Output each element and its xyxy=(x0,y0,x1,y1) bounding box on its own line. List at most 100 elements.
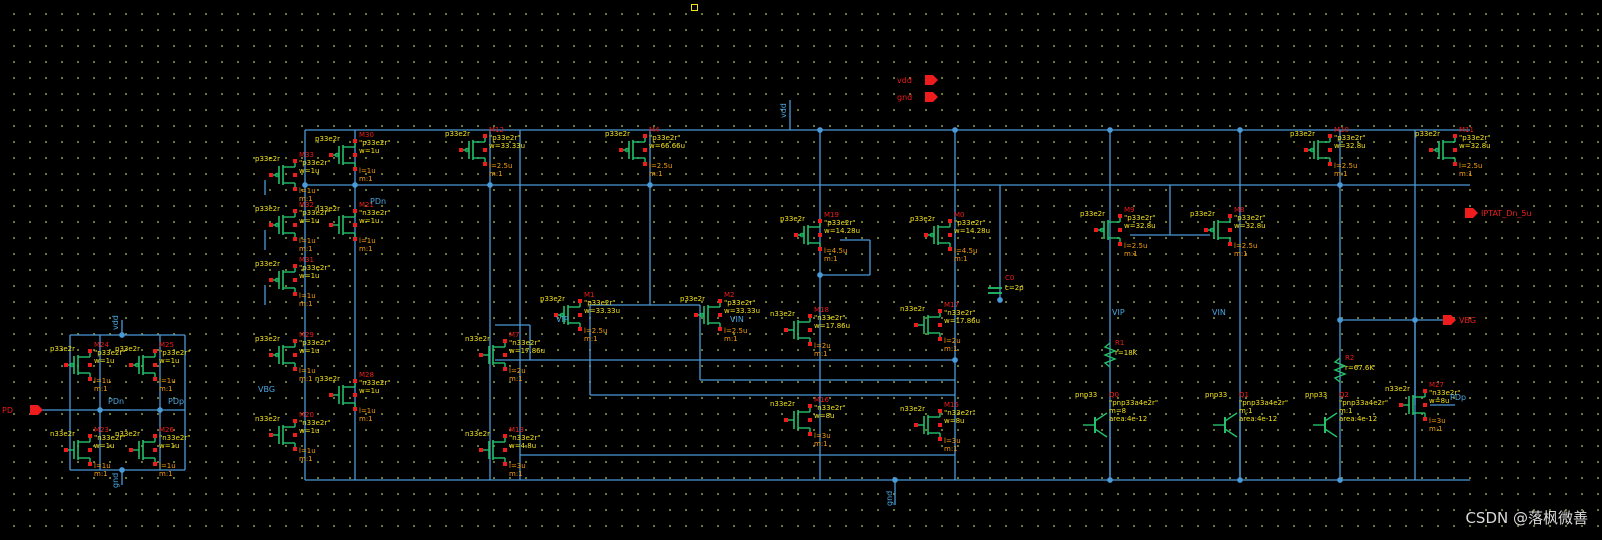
bjt-q0[interactable] xyxy=(1083,412,1108,438)
transistor-m16[interactable] xyxy=(784,404,812,436)
device-width-label: w=1u xyxy=(159,357,179,365)
net-label-vip2: VIP xyxy=(1112,308,1125,317)
transistor-m21[interactable] xyxy=(329,209,357,241)
bjt-q2[interactable] xyxy=(1313,412,1338,438)
transistor-m26[interactable] xyxy=(129,434,157,466)
device-length-label: l=2.5u xyxy=(1124,242,1147,250)
transistor-m33[interactable] xyxy=(269,159,297,191)
device-mult-label: m:1 xyxy=(1234,250,1248,258)
watermark: CSDN @落枫微善 xyxy=(1465,509,1588,527)
net-label-gnd-bottom: gnd xyxy=(885,491,894,506)
device-model-label: "n33e2r" xyxy=(814,314,845,322)
transistor-m9[interactable] xyxy=(1094,214,1122,246)
device-ref-label: M10 xyxy=(1334,126,1349,134)
device-mult-label: m:1 xyxy=(1124,250,1138,258)
device-ref-label: M18 xyxy=(814,306,829,314)
device-type-label: p33e2r xyxy=(780,215,805,223)
device-ref-label: M11 xyxy=(1459,126,1474,134)
device-width-label: w=33.33u xyxy=(724,307,760,315)
transistor-m27[interactable] xyxy=(1399,389,1427,421)
pin-gnd-label: gnd xyxy=(897,93,912,102)
transistor-m19[interactable] xyxy=(794,219,822,251)
junction-dot xyxy=(647,182,653,188)
pin-vdd-label: vdd xyxy=(897,76,912,85)
devices xyxy=(30,75,1478,466)
device-type-label: p33e2r xyxy=(910,215,935,223)
device-type-label: p33e2r xyxy=(1415,130,1440,138)
transistor-m10[interactable] xyxy=(1304,134,1332,166)
transistor-m31[interactable] xyxy=(269,264,297,296)
device-width-label: w=8u xyxy=(814,412,834,420)
transistor-m13[interactable] xyxy=(479,434,507,466)
bjt-mult-label: m:1 xyxy=(1339,407,1353,415)
net-label-vin2: VIN xyxy=(1212,308,1226,317)
device-ref-label: M26 xyxy=(159,426,174,434)
device-mult-label: m:1 xyxy=(94,470,108,478)
pin-pd[interactable] xyxy=(30,405,43,415)
device-type-label: p33e2r xyxy=(605,130,630,138)
transistor-m12[interactable] xyxy=(459,134,487,166)
transistor-m4[interactable] xyxy=(619,134,647,166)
transistor-m25[interactable] xyxy=(129,349,157,381)
transistor-m24[interactable] xyxy=(64,349,92,381)
junction-dot xyxy=(817,272,823,278)
transistor-m11[interactable] xyxy=(1429,134,1457,166)
transistor-m18[interactable] xyxy=(784,314,812,346)
device-width-label: w=32.8u xyxy=(1334,142,1366,150)
bjt-model-label: "pnp33a4e2r" xyxy=(1339,399,1388,407)
device-mult-label: m:1 xyxy=(1429,425,1443,433)
resistor-r1[interactable] xyxy=(1103,342,1117,368)
device-width-label: w=1u xyxy=(359,217,379,225)
device-length-label: l=1u xyxy=(159,462,176,470)
device-ref-label: M24 xyxy=(94,341,109,349)
transistor-m2[interactable] xyxy=(694,299,722,331)
transistor-m28[interactable] xyxy=(329,379,357,411)
junction-dot xyxy=(119,467,125,473)
transistor-m32[interactable] xyxy=(269,209,297,241)
pin-vbg[interactable] xyxy=(1443,315,1456,325)
passive-ref-label: C0 xyxy=(1005,274,1014,282)
bjt-area-label: area:4e-12 xyxy=(1339,415,1377,423)
transistor-m1[interactable] xyxy=(554,299,582,331)
pin-vdd[interactable] xyxy=(925,75,938,85)
transistor-m8[interactable] xyxy=(1204,214,1232,246)
device-ref-label: M33 xyxy=(299,151,314,159)
bjt-q1[interactable] xyxy=(1213,412,1238,438)
junction-dot xyxy=(817,127,823,133)
device-model-label: "n33e2r" xyxy=(1429,389,1460,397)
pin-gnd[interactable] xyxy=(925,92,938,102)
resistor-r2[interactable] xyxy=(1333,357,1347,383)
device-model-label: "p33e2r" xyxy=(1459,134,1490,142)
passive-value-label: c=2p xyxy=(1005,284,1024,292)
device-ref-label: M12 xyxy=(489,126,504,134)
device-model-label: "n33e2r" xyxy=(299,419,330,427)
device-length-label: l=2u xyxy=(814,342,831,350)
device-mult-label: m:1 xyxy=(944,445,958,453)
transistor-m23[interactable] xyxy=(64,434,92,466)
net-label-vbg-in: VBG xyxy=(258,385,275,394)
device-width-label: w=8u xyxy=(944,417,964,425)
pin-iptat[interactable] xyxy=(1465,208,1478,218)
capacitor-c0[interactable] xyxy=(988,287,1002,294)
device-type-label: p33e2r xyxy=(680,295,705,303)
transistor-m15[interactable] xyxy=(914,409,942,441)
device-ref-label: M8 xyxy=(1234,206,1245,214)
transistor-m17[interactable] xyxy=(914,309,942,341)
transistor-m0[interactable] xyxy=(924,219,952,251)
device-model-label: "n33e2r" xyxy=(159,434,190,442)
device-type-label: p33e2r xyxy=(255,335,280,343)
transistor-m29[interactable] xyxy=(269,339,297,371)
junction-dot xyxy=(302,182,308,188)
transistor-m7[interactable] xyxy=(479,339,507,371)
transistor-m30[interactable] xyxy=(329,139,357,171)
device-ref-label: M21 xyxy=(359,201,374,209)
device-width-label: w=1u xyxy=(359,387,379,395)
bjt-mult-label: m:1 xyxy=(1239,407,1253,415)
device-ref-label: M30 xyxy=(359,131,374,139)
bjt-model-label: "pnp33a4e2r" xyxy=(1109,399,1158,407)
pin-pd-label: PD xyxy=(2,406,13,415)
device-width-label: w=1u xyxy=(299,167,319,175)
transistor-m20[interactable] xyxy=(269,419,297,451)
device-width-label: w=17.86u xyxy=(509,347,545,355)
